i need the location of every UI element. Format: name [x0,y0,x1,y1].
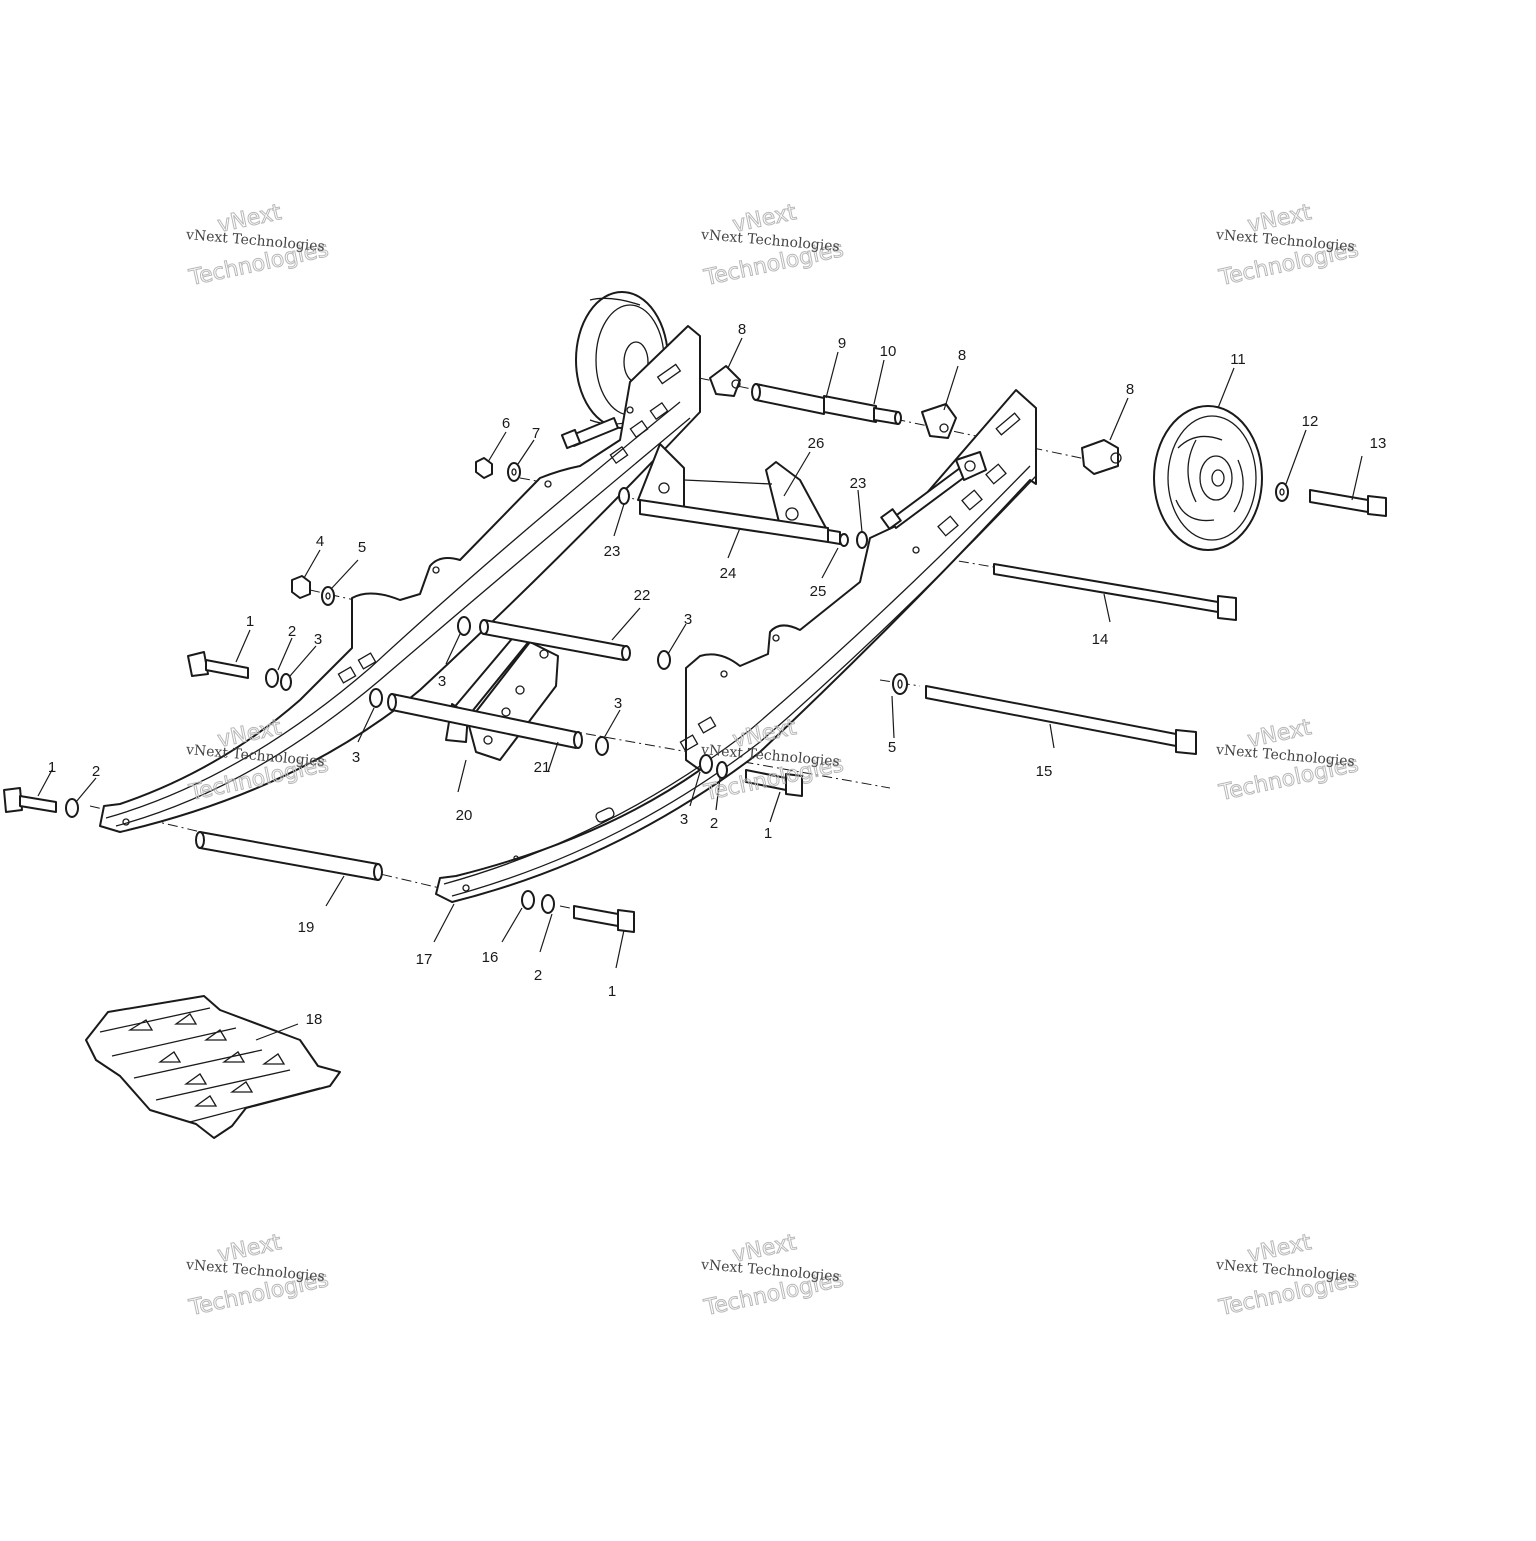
callout-23: 23 [604,543,621,560]
watermark-bottom-right: vNext Technologies vNext Technologies [1214,1230,1361,1322]
svg-text:vNext Technologies: vNext Technologies [1214,742,1355,770]
callout-16: 16 [482,949,499,966]
rear-axle-group [709,365,1122,475]
nut-4-washer-5-left [291,575,335,606]
callout-15: 15 [1036,763,1053,780]
washer-5-right [892,673,908,695]
callout-2: 2 [710,815,718,832]
callout-23: 23 [850,475,867,492]
svg-text:vNext Technologies: vNext Technologies [1214,1257,1355,1285]
callout-2: 2 [534,967,542,984]
callout-2: 2 [288,623,296,640]
callout-19: 19 [298,919,315,936]
watermark-top-left: vNext Technologies vNext Technologies [184,200,331,292]
callout-3: 3 [314,631,322,648]
callout-1: 1 [246,613,254,630]
callout-22: 22 [634,587,651,604]
callout-1: 1 [608,983,616,1000]
bolt-1-left-upper [187,651,292,691]
left-rail [99,325,701,833]
callout-5: 5 [358,539,366,556]
callout-6: 6 [502,415,510,432]
rear-pivot-arms [637,443,841,545]
callout-11: 11 [1230,351,1246,368]
watermark-top-center: vNext Technologies vNext Technologies [699,200,846,292]
callout-8: 8 [958,347,966,364]
callout-26: 26 [808,435,825,452]
callout-24: 24 [720,565,737,582]
svg-text:vNext Technologies: vNext Technologies [1214,227,1355,255]
callout-20: 20 [456,807,473,824]
callout-10: 10 [880,343,897,360]
washers-23-25 [618,487,868,549]
callout-8: 8 [1126,381,1134,398]
callout-8: 8 [738,321,746,338]
svg-text:vNext Technologies: vNext Technologies [699,227,840,255]
callout-21: 21 [534,759,551,776]
callout-3: 3 [352,749,360,766]
track-section [85,995,341,1139]
right-rail [435,389,1037,903]
bolt-13 [1309,489,1387,517]
watermark-middle-right: vNext Technologies vNext Technologies [1214,715,1361,807]
svg-text:vNext Technologies: vNext Technologies [184,227,325,255]
callout-7: 7 [532,425,540,442]
bolt-1-right-middle [716,761,803,797]
callout-9: 9 [838,335,846,352]
callout-1: 1 [48,759,56,776]
cross-shafts [195,619,631,881]
callout-4: 4 [316,533,324,550]
washers-3 [369,616,713,774]
watermark-bottom-left: vNext Technologies vNext Technologies [184,1230,331,1322]
svg-text:vNext Technologies: vNext Technologies [699,1257,840,1285]
watermark-bottom-center: vNext Technologies vNext Technologies [699,1230,846,1322]
callout-3: 3 [680,811,688,828]
bolt-15 [925,685,1197,755]
callout-17: 17 [416,951,433,968]
callout-12: 12 [1302,413,1319,430]
callout-14: 14 [1092,631,1109,648]
bolt-14 [993,563,1237,621]
callout-1: 1 [764,825,772,842]
bolt-1-left-lower [3,787,79,818]
callout-3: 3 [614,695,622,712]
watermark-top-right: vNext Technologies vNext Technologies [1214,200,1361,292]
callout-labels: 8 9 10 8 8 11 12 13 6 7 26 23 23 24 25 4… [48,321,1387,1028]
callout-5: 5 [888,739,896,756]
bolt-1-right-lower [521,890,635,933]
callout-18: 18 [306,1011,323,1028]
callout-25: 25 [810,583,827,600]
callout-3: 3 [684,611,692,628]
nut-6-washer-7 [475,457,521,482]
leader-lines [37,337,1363,1041]
idler-wheel [1153,405,1263,551]
callout-2: 2 [92,763,100,780]
svg-text:vNext Technologies: vNext Technologies [184,1257,325,1285]
washer-12 [1275,482,1289,502]
callout-3: 3 [438,673,446,690]
callout-13: 13 [1370,435,1387,452]
